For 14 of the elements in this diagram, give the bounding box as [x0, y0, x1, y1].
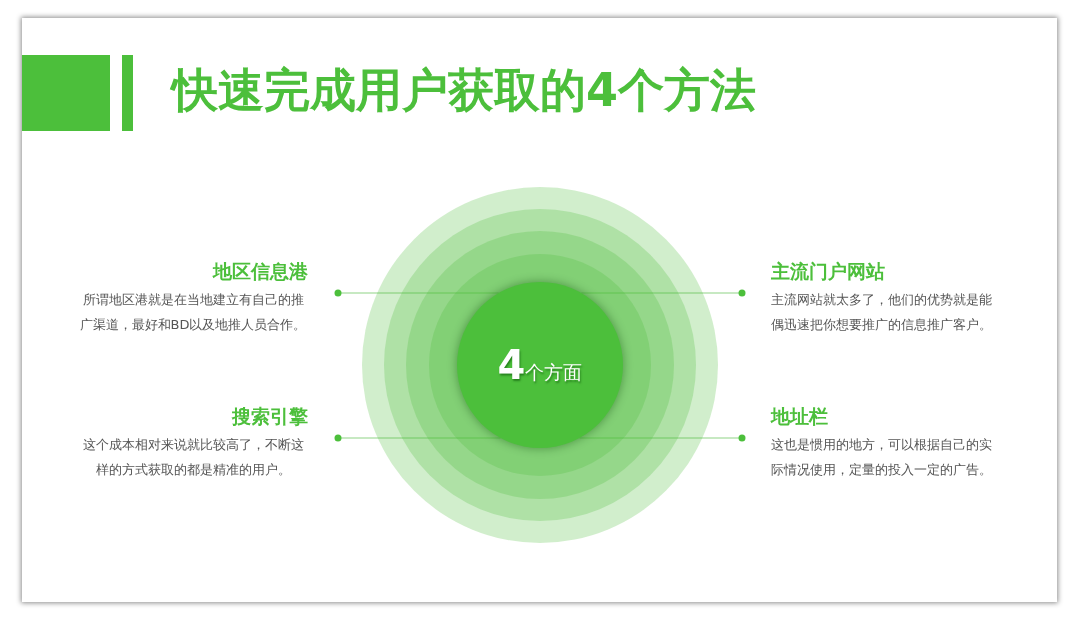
section-heading: 搜索引擎	[230, 404, 308, 429]
connector-line	[334, 289, 500, 297]
connector-line	[334, 434, 502, 442]
section-heading: 主流门户网站	[771, 259, 886, 284]
slide-title: 快速完成用户获取的4个方法	[172, 62, 756, 119]
connector-line	[578, 434, 746, 442]
description-text: 所谓地区港就是在当地建立有自己的推广渠道，最好和BD以及地推人员合作。	[78, 291, 308, 334]
description-text: 这也是惯用的地方，可以根据自己的实际情况使用，定量的投入一定的广告。	[771, 436, 993, 479]
section-heading: 地区信息港	[211, 259, 308, 284]
section-heading: 地址栏	[771, 404, 829, 429]
description-text: 主流网站就太多了，他们的优势就是能偶迅速把你想要推广的信息推广客户。	[771, 291, 993, 334]
description-text: 这个成本相对来说就比较高了，不断这样的方式获取的都是精准的用户。	[81, 436, 305, 479]
circle-label: 4个方面	[497, 342, 583, 388]
connector-line	[580, 289, 746, 297]
